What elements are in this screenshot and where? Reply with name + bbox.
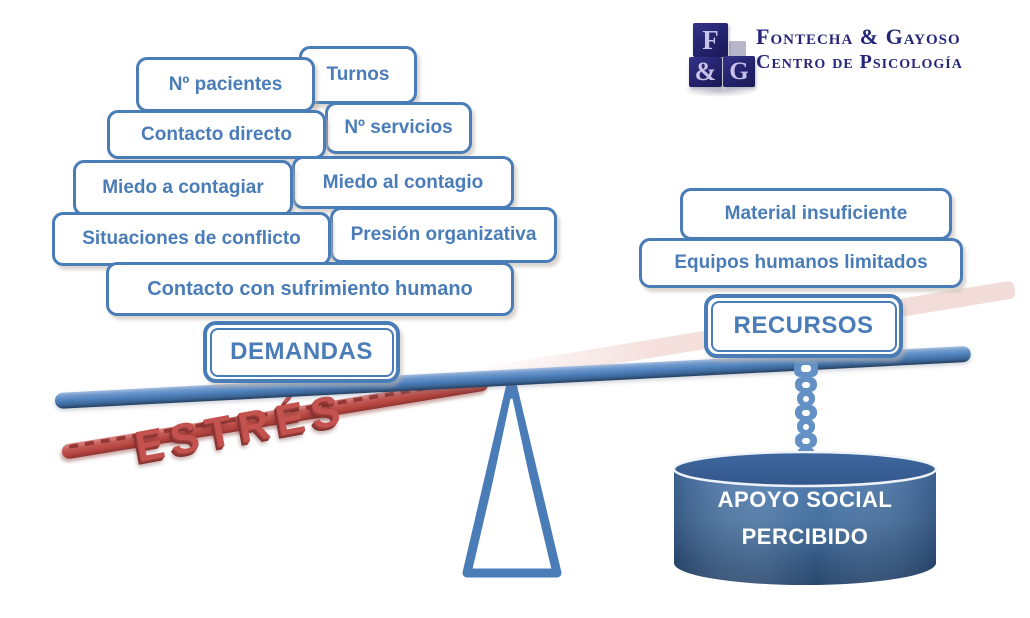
logo-cube-g: G	[723, 56, 755, 87]
logo-cube-f: F	[693, 23, 728, 57]
cylinder-shape	[672, 450, 938, 585]
tag-turnos: Turnos	[299, 46, 417, 104]
social-support-cylinder: APOYO SOCIAL PERCIBIDO	[671, 450, 939, 591]
tag-num-servicios: Nº servicios	[325, 102, 472, 154]
demands-title-box: DEMANDAS	[203, 321, 400, 383]
tag-miedo-contagio: Miedo al contagio	[292, 156, 514, 209]
tag-miedo-contagiar: Miedo a contagiar	[73, 160, 293, 216]
chain-icon	[794, 359, 818, 462]
tag-situaciones-conflicto: Situaciones de conflicto	[52, 212, 331, 266]
logo-text: Fontecha & Gayoso Centro de Psicología	[756, 24, 963, 74]
logo-cube-ampersand: &	[689, 57, 722, 87]
resources-title-box: RECURSOS	[704, 294, 903, 358]
logo-cube-gray	[729, 41, 746, 57]
social-support-line2: PERCIBIDO	[741, 524, 869, 549]
tag-contacto-sufrimiento: Contacto con sufrimiento humano	[106, 262, 514, 316]
tag-presion-organizativa: Presión organizativa	[330, 207, 557, 263]
tag-equipos-limitados: Equipos humanos limitados	[639, 238, 963, 288]
social-support-line1: APOYO SOCIAL	[717, 487, 893, 512]
tag-material-insuficiente: Material insuficiente	[680, 188, 952, 240]
logo-cube-shadow	[682, 85, 758, 97]
logo-tagline: Centro de Psicología	[756, 51, 963, 73]
tag-contacto-directo: Contacto directo	[107, 110, 326, 159]
logo-company-name: Fontecha & Gayoso	[756, 24, 961, 49]
social-support-label: APOYO SOCIAL PERCIBIDO	[671, 481, 939, 555]
tag-num-pacientes: Nº pacientes	[136, 57, 315, 112]
fulcrum-triangle-icon	[462, 377, 562, 578]
logo: F & G Fontecha & Gayoso Centro de Psicol…	[676, 18, 1026, 98]
